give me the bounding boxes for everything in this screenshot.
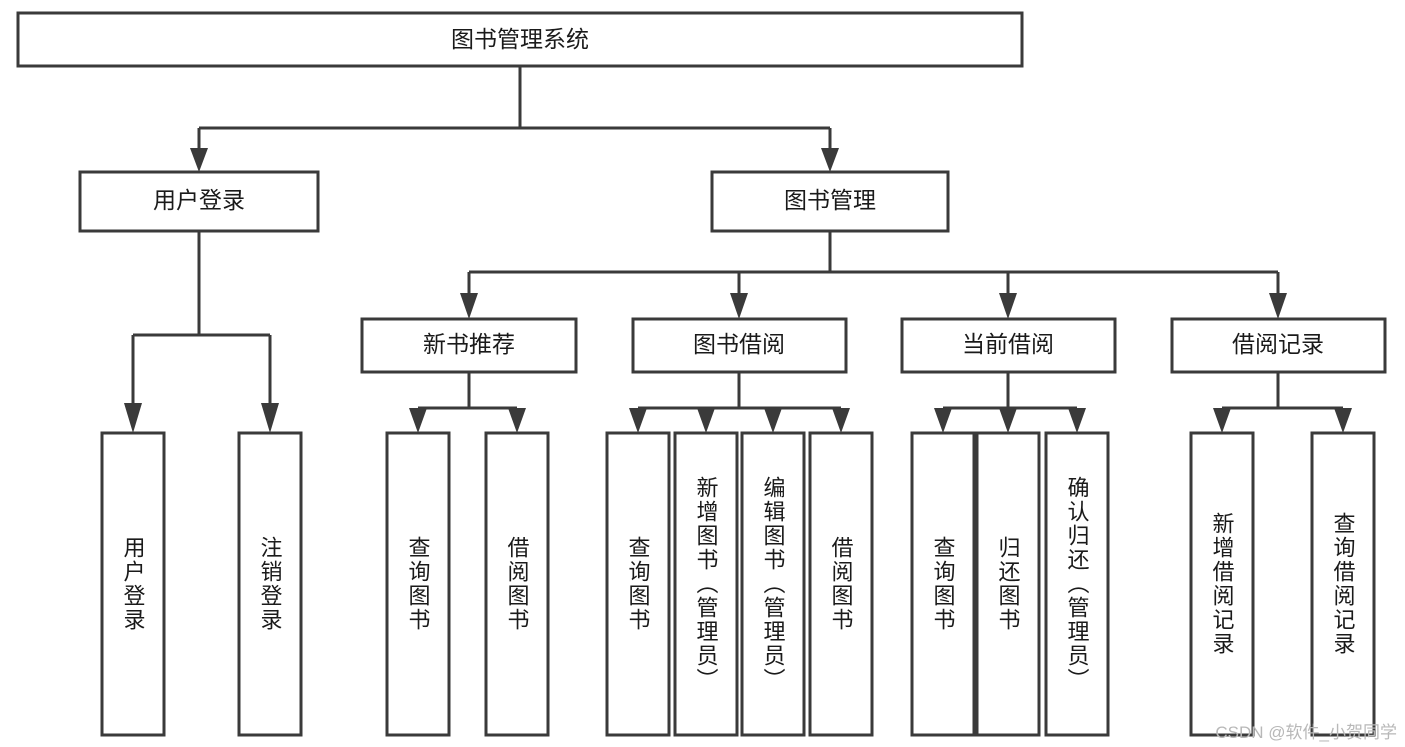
arrowhead-current-borrow bbox=[999, 293, 1017, 319]
node-leaf-query-book-2-label: 查询图书 bbox=[626, 536, 651, 632]
node-leaf-user-login[interactable]: 用户登录 bbox=[100, 431, 166, 737]
node-borrow-record-box[interactable] bbox=[1170, 317, 1387, 374]
arrowhead-leaf-query-record bbox=[1334, 408, 1352, 433]
node-leaf-query-book-1-label: 查询图书 bbox=[406, 536, 431, 632]
node-new-book-recommend-label: 新书推荐 bbox=[423, 331, 515, 357]
node-leaf-return-book-box[interactable] bbox=[975, 431, 1041, 737]
node-current-borrow-label: 当前借阅 bbox=[962, 331, 1054, 357]
node-leaf-user-logout-label: 注销登录 bbox=[258, 536, 283, 632]
arrowhead-leaf-user-logout bbox=[261, 403, 279, 433]
node-leaf-query-book-3[interactable]: 查询图书 bbox=[910, 431, 976, 737]
node-leaf-query-book-3-box[interactable] bbox=[910, 431, 976, 737]
node-leaf-query-record-box[interactable] bbox=[1310, 431, 1376, 737]
arrowhead-leaf-confirm-return bbox=[1068, 408, 1086, 433]
node-leaf-query-book-2-box[interactable] bbox=[605, 431, 671, 737]
node-leaf-add-book-label: 新增图书（管理员） bbox=[694, 476, 719, 692]
node-leaf-add-record[interactable]: 新增借阅记录 bbox=[1189, 431, 1255, 737]
watermark: CSDN @软件_小贺同学 bbox=[1215, 723, 1397, 742]
node-borrow-record-label: 借阅记录 bbox=[1232, 331, 1324, 357]
arrowhead-book-management bbox=[821, 148, 839, 172]
arrowhead-leaf-return-book bbox=[999, 408, 1017, 433]
node-leaf-user-logout[interactable]: 注销登录 bbox=[237, 431, 303, 737]
node-new-book-recommend-box[interactable] bbox=[360, 317, 578, 374]
node-leaf-query-record[interactable]: 查询借阅记录 bbox=[1310, 431, 1376, 737]
node-leaf-query-book-1-box[interactable] bbox=[385, 431, 451, 737]
node-book-management[interactable]: 图书管理 bbox=[710, 170, 950, 233]
node-user-login[interactable]: 用户登录 bbox=[78, 170, 320, 233]
node-leaf-borrow-book-1[interactable]: 借阅图书 bbox=[484, 431, 550, 737]
node-root-box[interactable] bbox=[16, 11, 1024, 68]
node-leaf-add-record-box[interactable] bbox=[1189, 431, 1255, 737]
node-user-login-label: 用户登录 bbox=[153, 187, 245, 213]
node-leaf-query-record-label: 查询借阅记录 bbox=[1331, 512, 1356, 656]
arrowhead-leaf-borrow-book-1 bbox=[508, 408, 526, 433]
node-leaf-confirm-return-label: 确认归还（管理员） bbox=[1065, 476, 1090, 692]
arrowhead-user-login bbox=[190, 148, 208, 172]
arrowhead-leaf-add-book bbox=[697, 408, 715, 433]
node-user-login-box[interactable] bbox=[78, 170, 320, 233]
node-book-management-box[interactable] bbox=[710, 170, 950, 233]
arrowhead-leaf-borrow-book-2 bbox=[832, 408, 850, 433]
node-leaf-borrow-book-2[interactable]: 借阅图书 bbox=[808, 431, 874, 737]
node-leaf-return-book[interactable]: 归还图书 bbox=[975, 431, 1041, 737]
node-current-borrow-box[interactable] bbox=[900, 317, 1117, 374]
node-leaf-edit-book[interactable]: 编辑图书（管理员） bbox=[740, 431, 806, 737]
node-book-management-label: 图书管理 bbox=[784, 187, 876, 213]
node-leaf-query-book-3-label: 查询图书 bbox=[931, 536, 956, 632]
node-leaf-confirm-return[interactable]: 确认归还（管理员） bbox=[1044, 431, 1110, 737]
node-leaf-query-book-2[interactable]: 查询图书 bbox=[605, 431, 671, 737]
node-root[interactable]: 图书管理系统 bbox=[16, 11, 1024, 68]
arrowhead-leaf-query-book-1 bbox=[409, 408, 427, 433]
node-leaf-edit-book-label: 编辑图书（管理员） bbox=[761, 476, 786, 692]
node-new-book-recommend[interactable]: 新书推荐 bbox=[360, 317, 578, 374]
node-leaf-add-record-label: 新增借阅记录 bbox=[1210, 512, 1235, 656]
node-current-borrow[interactable]: 当前借阅 bbox=[900, 317, 1117, 374]
arrowhead-leaf-edit-book bbox=[764, 408, 782, 433]
node-leaf-return-book-label: 归还图书 bbox=[996, 536, 1021, 632]
arrowhead-leaf-add-record bbox=[1213, 408, 1231, 433]
node-leaf-user-login-label: 用户登录 bbox=[121, 536, 146, 632]
node-leaf-user-login-box[interactable] bbox=[100, 431, 166, 737]
node-root-label: 图书管理系统 bbox=[451, 26, 589, 52]
node-leaf-borrow-book-1-box[interactable] bbox=[484, 431, 550, 737]
arrowhead-borrow-record bbox=[1269, 293, 1287, 319]
arrowhead-leaf-query-book-2 bbox=[629, 408, 647, 433]
arrowhead-leaf-query-book-3 bbox=[934, 408, 952, 433]
arrowhead-new-book-recommend bbox=[460, 293, 478, 319]
node-leaf-edit-book-box[interactable] bbox=[740, 431, 806, 737]
node-borrow-record[interactable]: 借阅记录 bbox=[1170, 317, 1387, 374]
node-book-borrow[interactable]: 图书借阅 bbox=[631, 317, 848, 374]
node-leaf-borrow-book-2-box[interactable] bbox=[808, 431, 874, 737]
node-leaf-user-logout-box[interactable] bbox=[237, 431, 303, 737]
node-book-borrow-box[interactable] bbox=[631, 317, 848, 374]
node-leaf-borrow-book-1-label: 借阅图书 bbox=[505, 536, 530, 632]
arrowhead-book-borrow bbox=[730, 293, 748, 319]
node-leaf-add-book-box[interactable] bbox=[673, 431, 739, 737]
connector-layer bbox=[124, 66, 1352, 433]
node-leaf-borrow-book-2-label: 借阅图书 bbox=[829, 536, 854, 632]
arrowhead-leaf-user-login bbox=[124, 403, 142, 433]
node-leaf-add-book[interactable]: 新增图书（管理员） bbox=[673, 431, 739, 737]
node-leaf-query-book-1[interactable]: 查询图书 bbox=[385, 431, 451, 737]
node-book-borrow-label: 图书借阅 bbox=[693, 331, 785, 357]
node-leaf-confirm-return-box[interactable] bbox=[1044, 431, 1110, 737]
